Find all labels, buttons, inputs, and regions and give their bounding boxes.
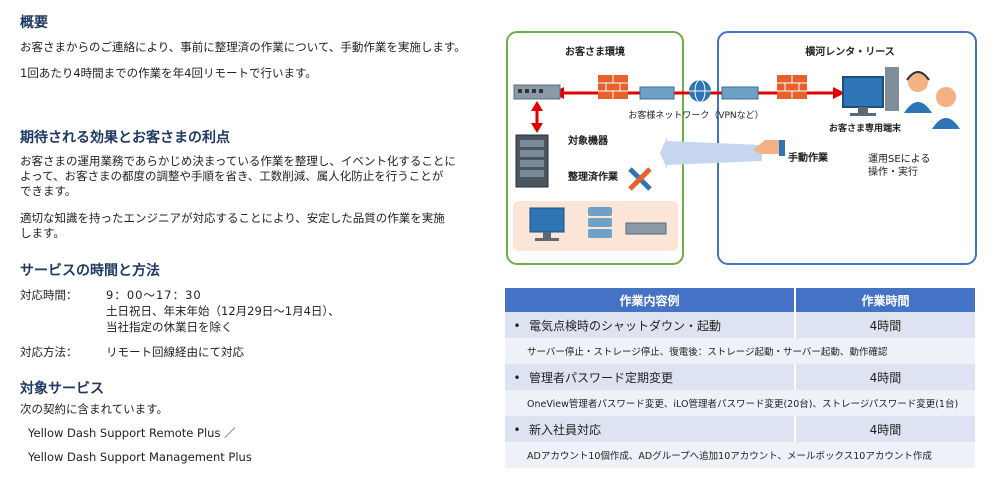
customer-firewall-icon bbox=[598, 75, 628, 99]
row-time: 4時間 bbox=[794, 364, 975, 390]
target-item2: Yellow Dash Support Management Plus bbox=[28, 450, 252, 464]
operator-icon bbox=[904, 71, 960, 129]
terminal-icon bbox=[842, 67, 899, 116]
overview-line2: 1回あたり4時間までの作業を年4回リモートで行います。 bbox=[20, 66, 317, 80]
provider-firewall-icon bbox=[777, 75, 807, 99]
work-table: 作業内容例 作業時間 • 電気点検時のシャットダウン・起動 4時間 サーバー停止・… bbox=[505, 288, 975, 468]
switch-icon bbox=[625, 222, 667, 235]
method-label: 対応方法： bbox=[20, 345, 78, 359]
customer-switch-icon bbox=[513, 84, 561, 100]
hand-icon bbox=[753, 140, 785, 156]
customer-env-label: お客さま環境 bbox=[565, 45, 625, 58]
customer-router-icon bbox=[639, 86, 675, 100]
row-detail: ADアカウント10個作成、ADグループへ追加10アカウント、メールボックス10ア… bbox=[505, 442, 975, 468]
benefits-p2-line1: 適切な知識を持ったエンジニアが対応することにより、安定した品質の作業を実施 bbox=[20, 211, 445, 225]
method-value: リモート回線経由にて対応 bbox=[106, 345, 244, 359]
overview-line1: お客さまからのご連絡により、事前に整理済の作業について、手動作業を実施します。 bbox=[20, 40, 466, 54]
table-row: • 電気点検時のシャットダウン・起動 4時間 bbox=[505, 312, 975, 338]
arrow-up-head bbox=[531, 101, 543, 111]
storage-icon bbox=[588, 207, 612, 238]
benefits-p1-line3: できます。 bbox=[20, 184, 77, 198]
table-row: • 管理者パスワード定期変更 4時間 bbox=[505, 364, 975, 390]
row-bullet: • bbox=[513, 370, 521, 385]
table-header-row: 作業内容例 作業時間 bbox=[505, 288, 975, 312]
row-time: 4時間 bbox=[794, 416, 975, 442]
service-time-heading: サービスの時間と方法 bbox=[20, 263, 160, 279]
header-work: 作業内容例 bbox=[505, 288, 795, 312]
table-detail-row: ADアカウント10個作成、ADグループへ追加10アカウント、メールボックス10ア… bbox=[505, 442, 975, 468]
benefits-heading: 期待される効果とお客さまの利点 bbox=[20, 130, 230, 146]
row-bullet: • bbox=[513, 422, 521, 437]
pc-icon bbox=[529, 207, 565, 241]
provider-router-icon bbox=[721, 86, 759, 100]
overview-heading: 概要 bbox=[20, 15, 48, 31]
service-diagram: お客さま環境 横河レンタ・リース bbox=[506, 31, 977, 265]
manual-work-label: 手動作業 bbox=[788, 151, 829, 164]
row-bullet: • bbox=[513, 318, 521, 333]
benefits-p1-line2: よって、お客さまの都度の調整や手順を省き、工数削減、属人化防止を行うことが bbox=[20, 169, 444, 183]
operator-line1: 運用SEによる bbox=[868, 153, 930, 165]
row-time: 4時間 bbox=[794, 312, 975, 338]
globe-icon bbox=[689, 79, 711, 103]
benefits-p2-line2: します。 bbox=[20, 226, 65, 240]
header-time: 作業時間 bbox=[794, 288, 975, 312]
arrow-down-head bbox=[531, 123, 543, 133]
network-label: お客様ネットワーク（VPNなど） bbox=[628, 109, 763, 121]
time-label: 対応時間： bbox=[20, 288, 78, 302]
table-detail-row: サーバー停止・ストレージ停止、復電後：ストレージ起動・サーバー起動、動作確認 bbox=[505, 338, 975, 364]
target-heading: 対象サービス bbox=[20, 381, 104, 397]
time-line3: 当社指定の休業日を除く bbox=[106, 320, 233, 334]
manual-work-arrow bbox=[660, 137, 762, 169]
operator-line2: 操作・実行 bbox=[868, 165, 918, 178]
provider-label: 横河レンタ・リース bbox=[805, 45, 895, 58]
row-detail: OneView管理者パスワード変更、iLO管理者パスワード変更(20台)、ストレ… bbox=[505, 390, 975, 416]
tools-icon bbox=[628, 167, 652, 191]
target-item1: Yellow Dash Support Remote Plus ／ bbox=[28, 426, 236, 440]
row-title: 管理者パスワード定期変更 bbox=[529, 370, 674, 385]
table-row: • 新入社員対応 4時間 bbox=[505, 416, 975, 442]
row-detail: サーバー停止・ストレージ停止、復電後：ストレージ起動・サーバー起動、動作確認 bbox=[505, 338, 975, 364]
terminal-label: お客さま専用端末 bbox=[829, 122, 902, 134]
target-intro: 次の契約に含まれています。 bbox=[20, 402, 169, 416]
target-device-label: 対象機器 bbox=[567, 134, 609, 147]
table-detail-row: OneView管理者パスワード変更、iLO管理者パスワード変更(20台)、ストレ… bbox=[505, 390, 975, 416]
server-rack-icon bbox=[515, 134, 549, 188]
time-value: 9：00～17：30 bbox=[106, 288, 202, 302]
arrow-right-head bbox=[833, 87, 845, 99]
time-line2: 土日祝日、年末年始（12月29日～1月4日）、 bbox=[106, 304, 340, 318]
organized-work-label: 整理済作業 bbox=[567, 170, 619, 183]
row-title: 新入社員対応 bbox=[529, 422, 602, 437]
benefits-p1-line1: お客さまの運用業務であらかじめ決まっている作業を整理し、イベント化することに bbox=[20, 154, 456, 168]
row-title: 電気点検時のシャットダウン・起動 bbox=[529, 318, 722, 333]
